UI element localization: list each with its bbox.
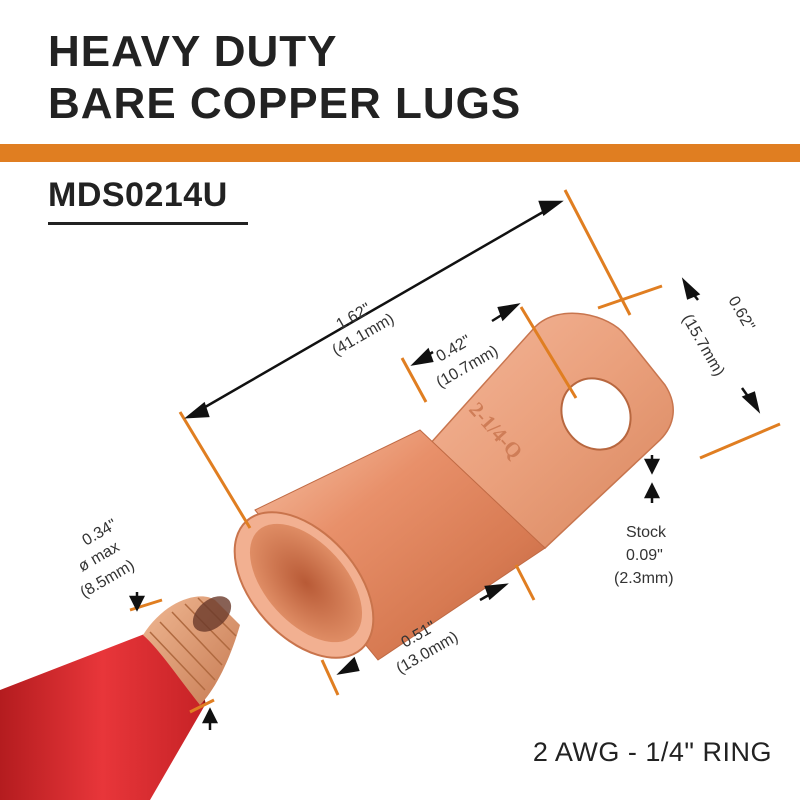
stock-inch: 0.09": [626, 547, 663, 564]
title-line-2: BARE COPPER LUGS: [48, 79, 522, 128]
red-wire: [0, 596, 240, 800]
ring-hole: [560, 377, 632, 451]
dimension-lines: [129, 189, 781, 714]
dimension-arrows: [128, 200, 761, 730]
model-number: MDS0214U: [48, 176, 228, 214]
stock-mm: (2.3mm): [614, 570, 674, 587]
product-title: HEAVY DUTY BARE COPPER LUGS: [48, 26, 521, 130]
width-inch: 0.62": [725, 294, 758, 334]
stock-label: Stock: [626, 524, 667, 541]
model-underline: [48, 222, 248, 225]
title-line-1: HEAVY DUTY: [48, 27, 338, 76]
lug-barrel: [233, 429, 546, 661]
accent-bar: [0, 144, 800, 162]
width-mm: (15.7mm): [679, 312, 728, 380]
footer-spec: 2 AWG - 1/4" RING: [532, 737, 772, 767]
